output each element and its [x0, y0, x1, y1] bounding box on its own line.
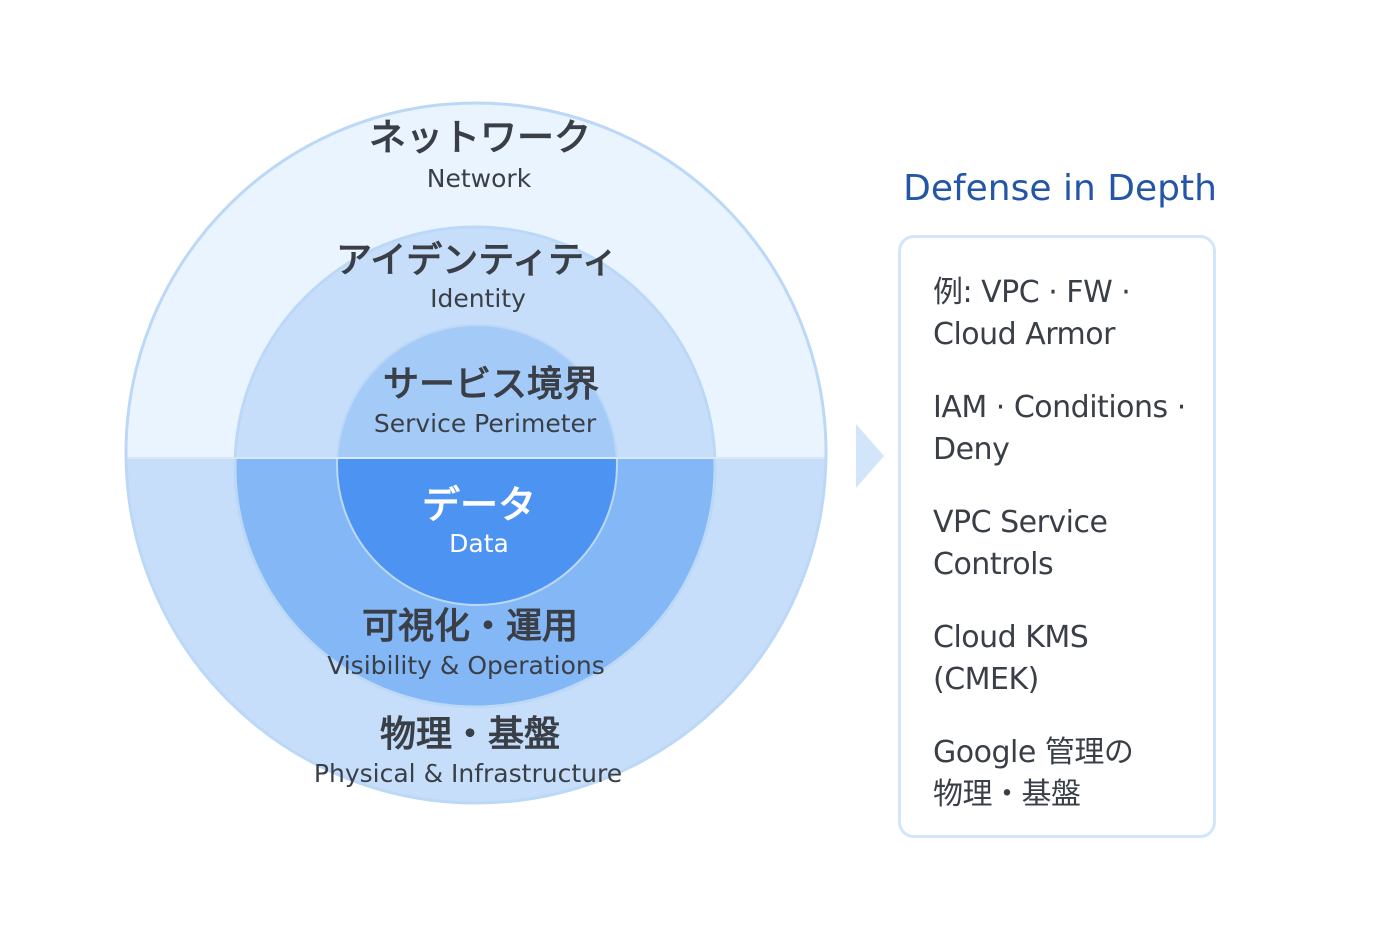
panel-item-line: 物理・基盤	[933, 777, 1081, 812]
layer-label-data-en: Data	[449, 529, 509, 558]
panel-item-line: Controls	[933, 547, 1054, 582]
layer-label-physical-en: Physical & Infrastructure	[314, 759, 622, 788]
layer-data-core	[336, 324, 618, 606]
panel-item-line: 例: VPC · FW ·	[933, 275, 1131, 310]
layer-label-identity-jp: アイデンティティ	[336, 239, 618, 281]
panel-item-line: Cloud KMS	[933, 620, 1089, 655]
panel-item-line: IAM · Conditions ·	[933, 390, 1186, 425]
layer-label-visibility-jp: 可視化・運用	[362, 606, 578, 647]
panel-item: IAM · Conditions · Deny	[933, 387, 1203, 471]
panel-item: Cloud KMS (CMEK)	[933, 617, 1203, 701]
panel-item-line: (CMEK)	[933, 662, 1039, 697]
layer-label-visibility-en: Visibility & Operations	[327, 651, 605, 680]
layer-label-network-jp: ネットワーク	[369, 116, 591, 159]
layer-label-perimeter-en: Service Perimeter	[374, 409, 597, 438]
panel-item: 例: VPC · FW · Cloud Armor	[933, 272, 1203, 356]
layer-label-physical-jp: 物理・基盤	[380, 714, 560, 755]
chevron-right-icon	[856, 424, 884, 488]
panel-item-line: Deny	[933, 432, 1010, 467]
layer-label-network-en: Network	[427, 164, 532, 193]
panel-item-line: VPC Service	[933, 505, 1108, 540]
panel-item: Google 管理の物理・基盤	[933, 732, 1203, 816]
layer-label-data-jp: データ	[422, 483, 536, 527]
panel-title: Defense in Depth	[903, 168, 1217, 209]
panel-item-line: Google 管理の	[933, 735, 1134, 770]
panel-item-line: Cloud Armor	[933, 317, 1115, 352]
layer-label-identity-en: Identity	[430, 284, 526, 313]
layer-label-perimeter-jp: サービス境界	[383, 364, 599, 405]
